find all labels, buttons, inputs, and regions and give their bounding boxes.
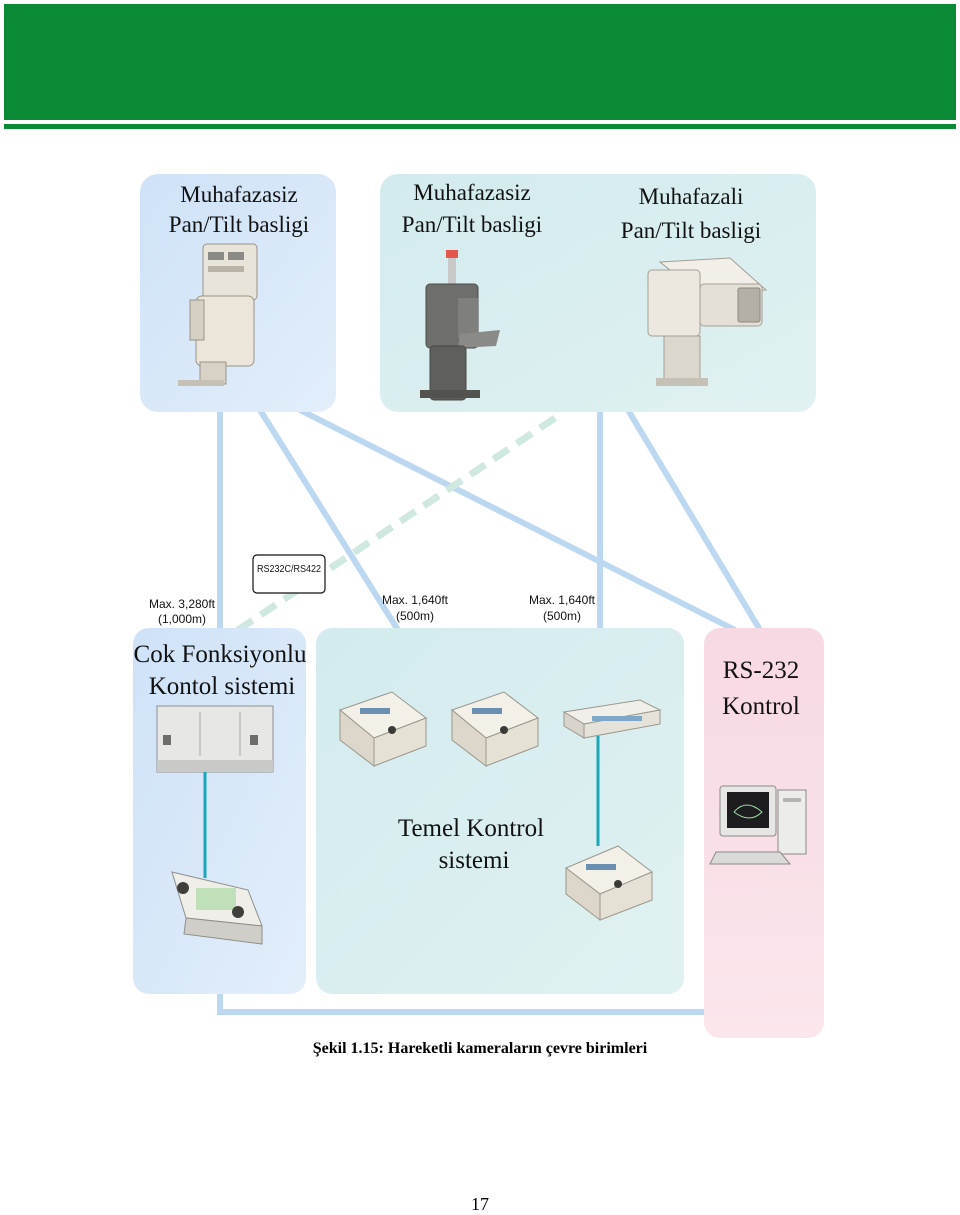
rs-label: RS232C/RS422 — [257, 564, 321, 575]
panel-bottom-right-title-line1: RS-232 — [723, 657, 799, 684]
max-distance-1-line2: (1,000m) — [158, 612, 206, 626]
max-distance-3-line2: (500m) — [543, 609, 581, 623]
camera-head-housed-image — [647, 257, 768, 386]
panel-top-right — [380, 174, 816, 412]
max-distance-3-line1: Max. 1,640ft — [529, 593, 596, 607]
line-topleft-to-basic — [257, 408, 401, 632]
line-bottom-loop — [217, 990, 712, 1015]
header-bar — [4, 4, 956, 120]
connection-lines — [217, 403, 763, 1015]
panel-top-mid-title-line1: Muhafazasiz — [413, 180, 531, 205]
multifunction-rack-image — [156, 705, 274, 773]
camera-head-unhoused-2-image — [420, 250, 500, 401]
basic-controller-2-image — [450, 691, 540, 768]
line-topright-to-rs232 — [622, 403, 763, 632]
panel-bottom-mid — [316, 628, 684, 994]
computer-image — [709, 785, 807, 865]
max-distance-1-line1: Max. 3,280ft — [149, 597, 216, 611]
panel-top-left-title-line2: Pan/Tilt basligi — [169, 212, 309, 237]
line-topleft-to-rs232 — [298, 407, 737, 633]
rs-label-box — [252, 554, 326, 594]
panel-top-left-title-line1: Muhafazasiz — [180, 182, 298, 207]
panel-top-mid-title-line2: Pan/Tilt basligi — [402, 212, 542, 237]
panel-bottom-mid-title-line1: Temel Kontrol — [398, 815, 544, 842]
panel-bottom-left-title-line1: Cok Fonksiyonlu — [134, 641, 307, 668]
switcher-unit-image — [562, 699, 662, 739]
basic-controller-3-image — [565, 845, 653, 922]
panel-bottom-right-title-line2: Kontrol — [722, 693, 800, 720]
control-keyboard-image — [171, 871, 263, 945]
panel-bottom-left-title-line2: Kontol sistemi — [149, 673, 296, 700]
line-dashed-rs-link — [233, 415, 557, 635]
page-number: 17 — [471, 1194, 489, 1214]
panel-top-right-title-line1: Muhafazali — [639, 184, 744, 209]
panel-top-right-title-line2: Pan/Tilt basligi — [621, 218, 761, 243]
max-distance-2-line2: (500m) — [396, 609, 434, 623]
figure-caption: Şekil 1.15: Hareketli kameraların çevre … — [312, 1040, 648, 1057]
camera-head-unhoused-1-image — [178, 243, 258, 386]
max-distance-2-line1: Max. 1,640ft — [382, 593, 449, 607]
basic-controller-1-image — [338, 691, 428, 768]
header-rule — [4, 124, 956, 129]
panel-bottom-mid-title-line2: sistemi — [439, 847, 510, 874]
